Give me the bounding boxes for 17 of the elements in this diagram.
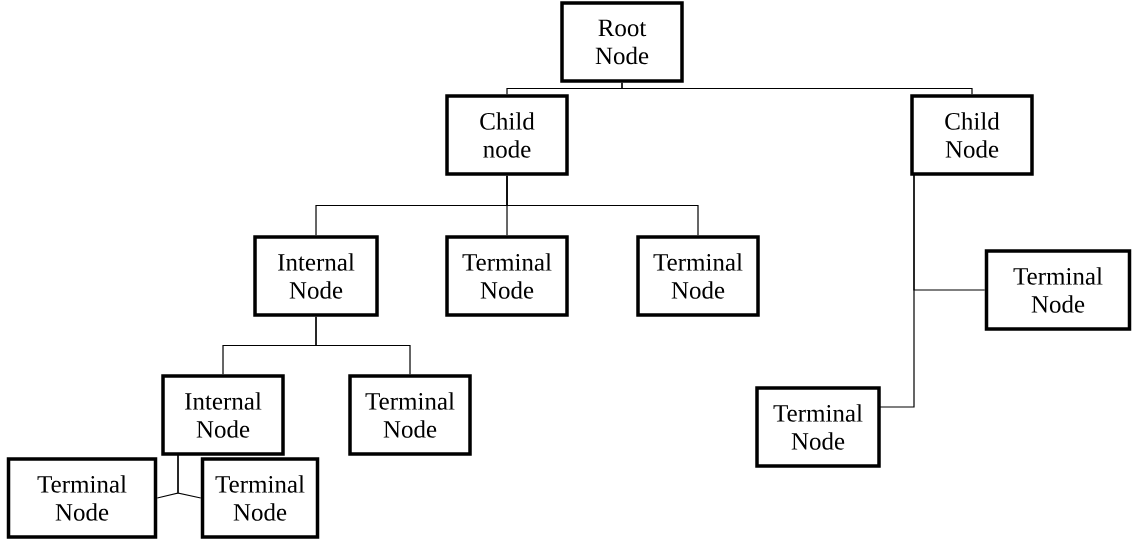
tree-node-box: Terminal Node [6, 457, 158, 539]
tree-node-box: Child Node [910, 94, 1034, 176]
tree-node-box: Terminal Node [636, 235, 760, 317]
tree-node-box: Internal Node [253, 235, 379, 317]
connector-line [315, 316, 411, 375]
tree-node-box: Terminal Node [348, 374, 472, 456]
connector-line [177, 453, 202, 499]
tree-node-box: Terminal Node [984, 249, 1132, 331]
connector-line [506, 175, 699, 236]
connector-line [621, 82, 973, 95]
tree-node-box: Child node [445, 94, 569, 176]
tree-node-box: Terminal Node [755, 386, 881, 468]
tree-node-box: Terminal Node [200, 457, 320, 539]
tree-node-box: Internal Node [161, 374, 285, 456]
tree-node-box: Terminal Node [445, 235, 569, 317]
connector-line [878, 173, 915, 408]
tree-node-box: Root Node [560, 1, 684, 83]
